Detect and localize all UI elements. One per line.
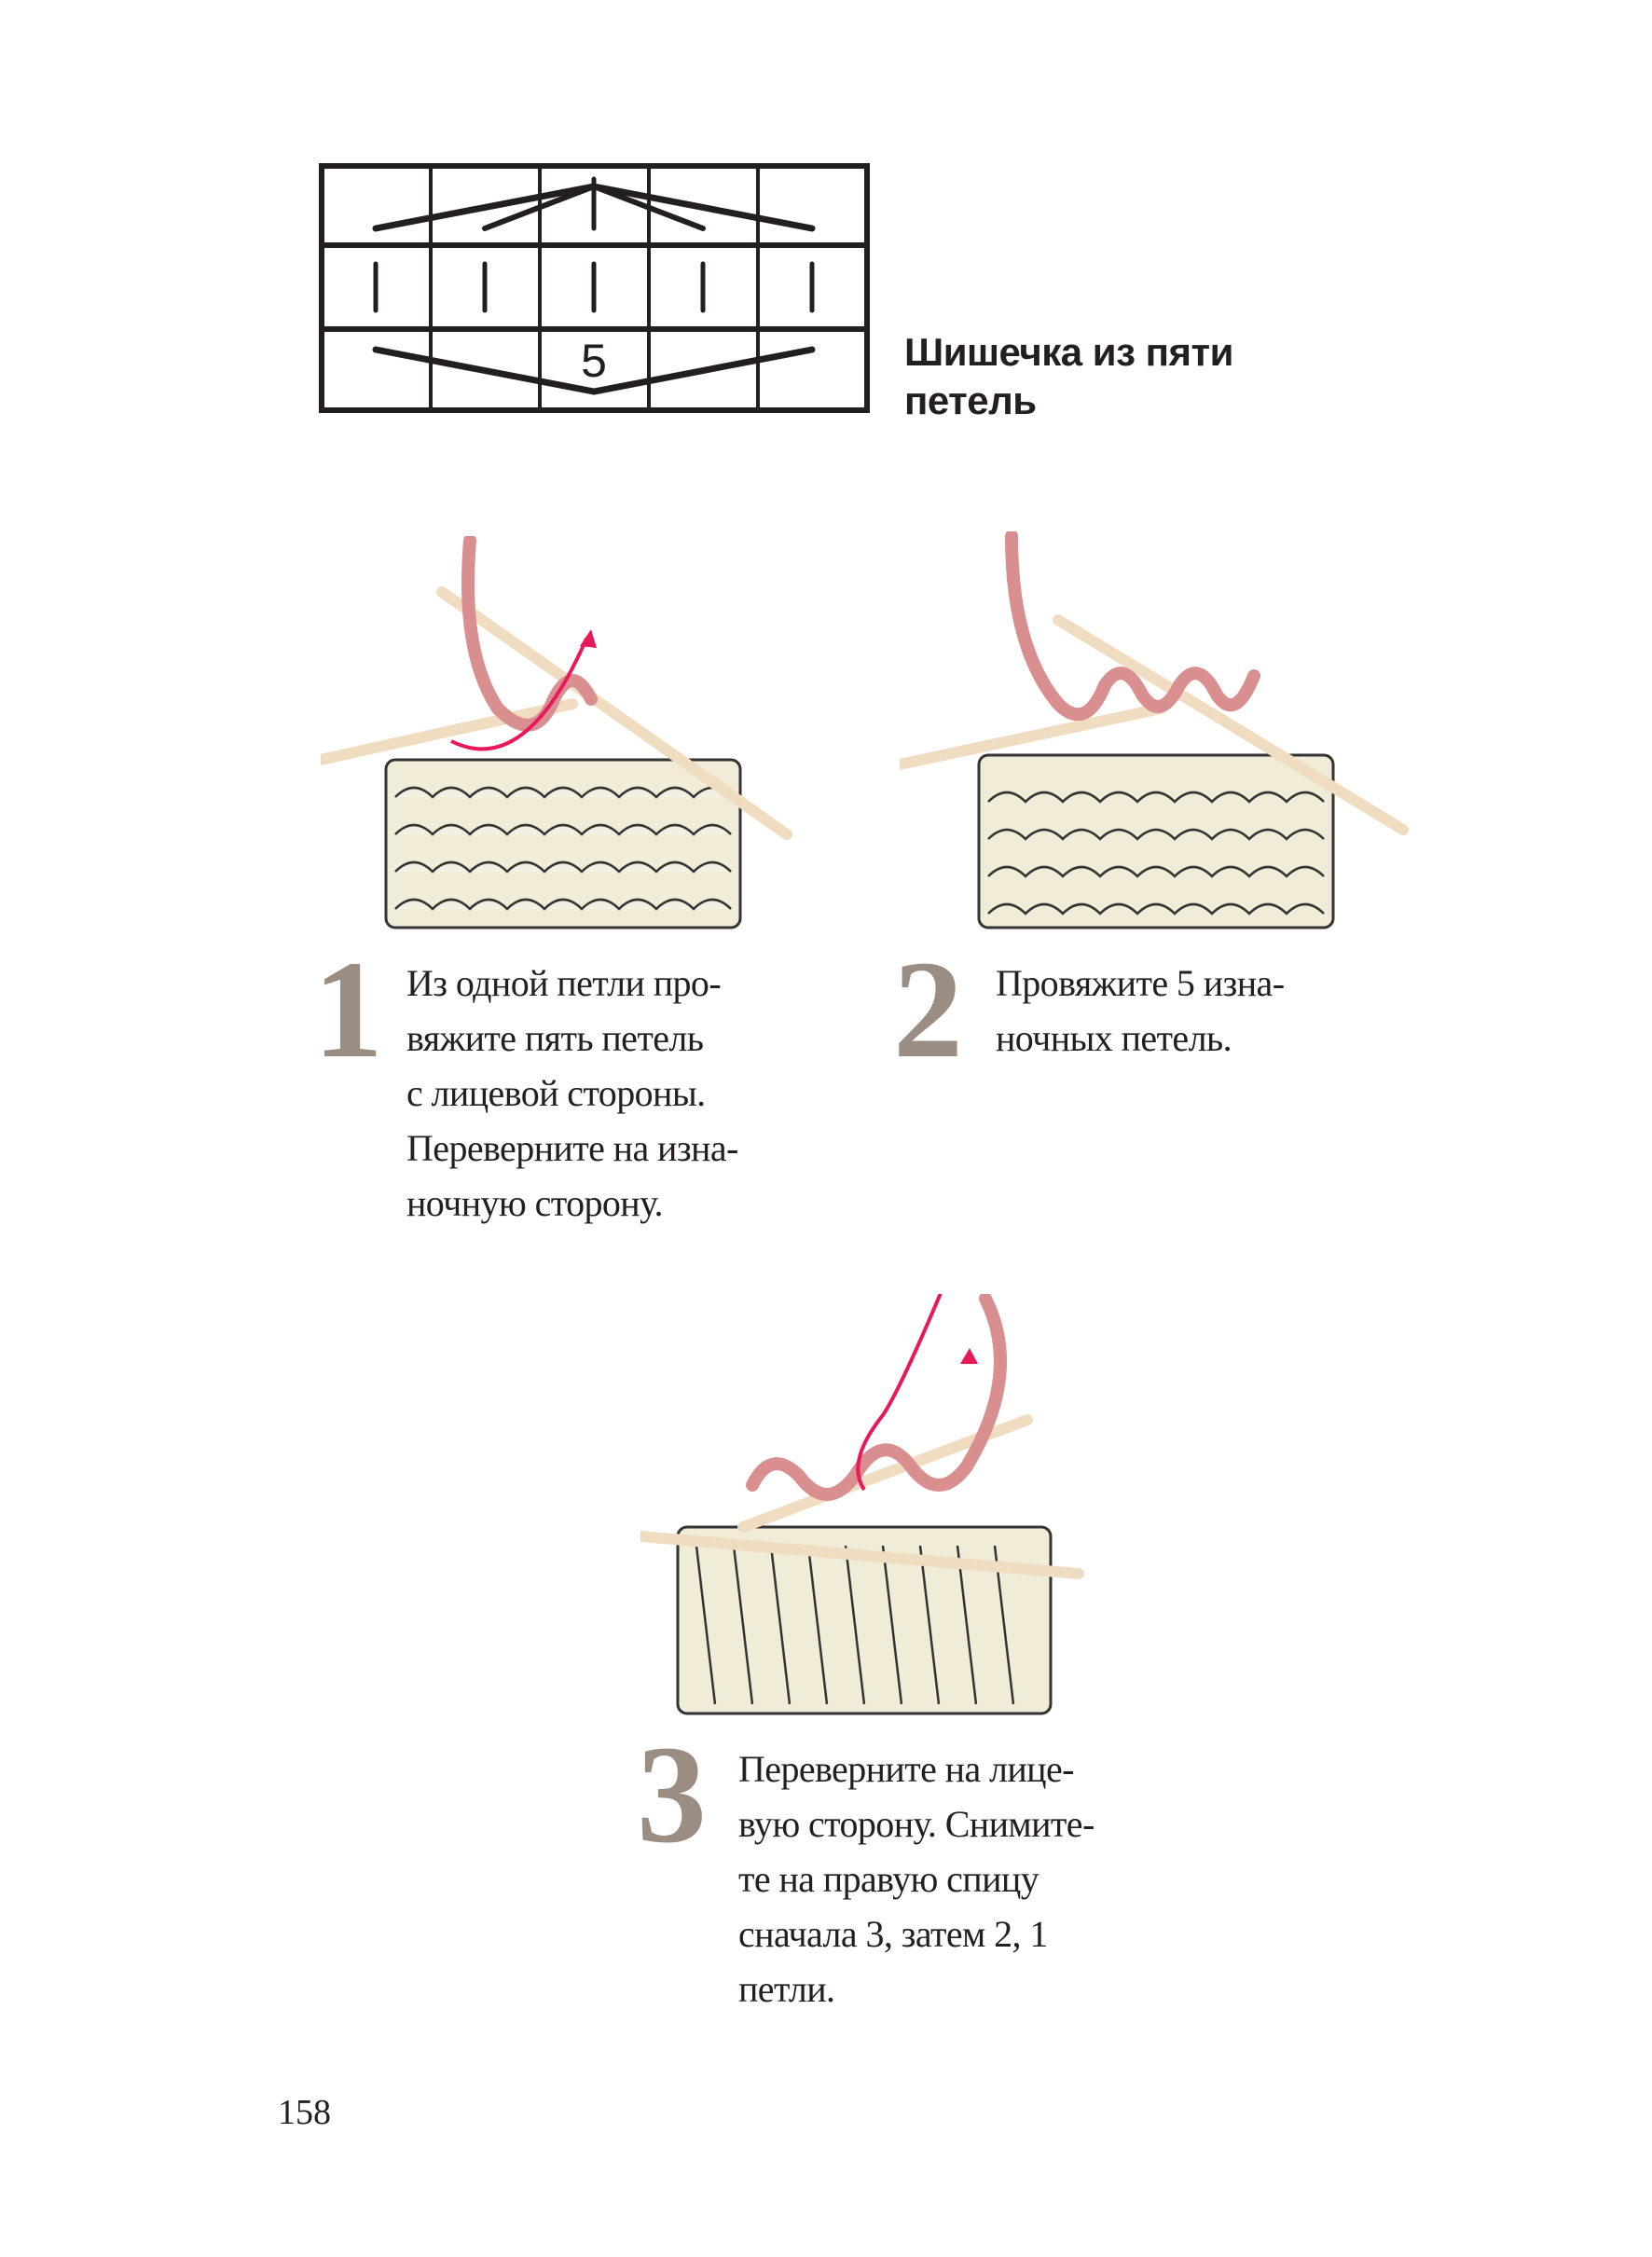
step-1-illustration	[321, 536, 792, 929]
text-line: Переверните на лице-	[738, 1748, 1074, 1790]
text-line: ночную сторону.	[406, 1182, 663, 1224]
text-line: ночных петель.	[996, 1017, 1232, 1059]
text-line: сначала 3, затем 2, 1	[738, 1913, 1048, 1955]
step-1-number: 1	[313, 932, 383, 1087]
knitting-chart-symbol: 5	[319, 163, 870, 413]
text-line: Переверните на изна-	[406, 1127, 738, 1169]
knitted-fabric	[384, 758, 742, 929]
text-line: Провяжите 5 изна-	[996, 962, 1285, 1004]
title-line-1: Шишечка из пяти	[904, 330, 1233, 374]
needle-icon	[321, 698, 578, 765]
step-3-illustration	[640, 1294, 1084, 1715]
pattern-title: Шишечка из пяти петель	[904, 328, 1233, 425]
yarn-icon	[461, 536, 598, 732]
text-line: с лицевой стороны.	[406, 1072, 706, 1114]
step-2-illustration	[900, 531, 1409, 929]
arrow-icon	[450, 638, 588, 751]
step-2-text: Провяжите 5 изна- ночных петель.	[996, 956, 1285, 1066]
text-line: петли.	[738, 1968, 835, 2010]
text-line: вяжите пять петель	[406, 1017, 704, 1059]
text-line: те на правую спицу	[738, 1858, 1039, 1900]
title-line-2: петель	[904, 378, 1037, 422]
text-line: вую сторону. Снимите-	[738, 1803, 1094, 1845]
step-3-text: Переверните на лице- вую сторону. Снимит…	[738, 1741, 1094, 2016]
step-1-text: Из одной петли про- вяжите пять петель с…	[406, 956, 738, 1231]
chart-count-label: 5	[581, 335, 607, 387]
page-number: 158	[278, 2093, 331, 2132]
step-3-number: 3	[637, 1717, 707, 1872]
step-2-number: 2	[893, 932, 963, 1087]
text-line: Из одной петли про-	[406, 962, 722, 1004]
